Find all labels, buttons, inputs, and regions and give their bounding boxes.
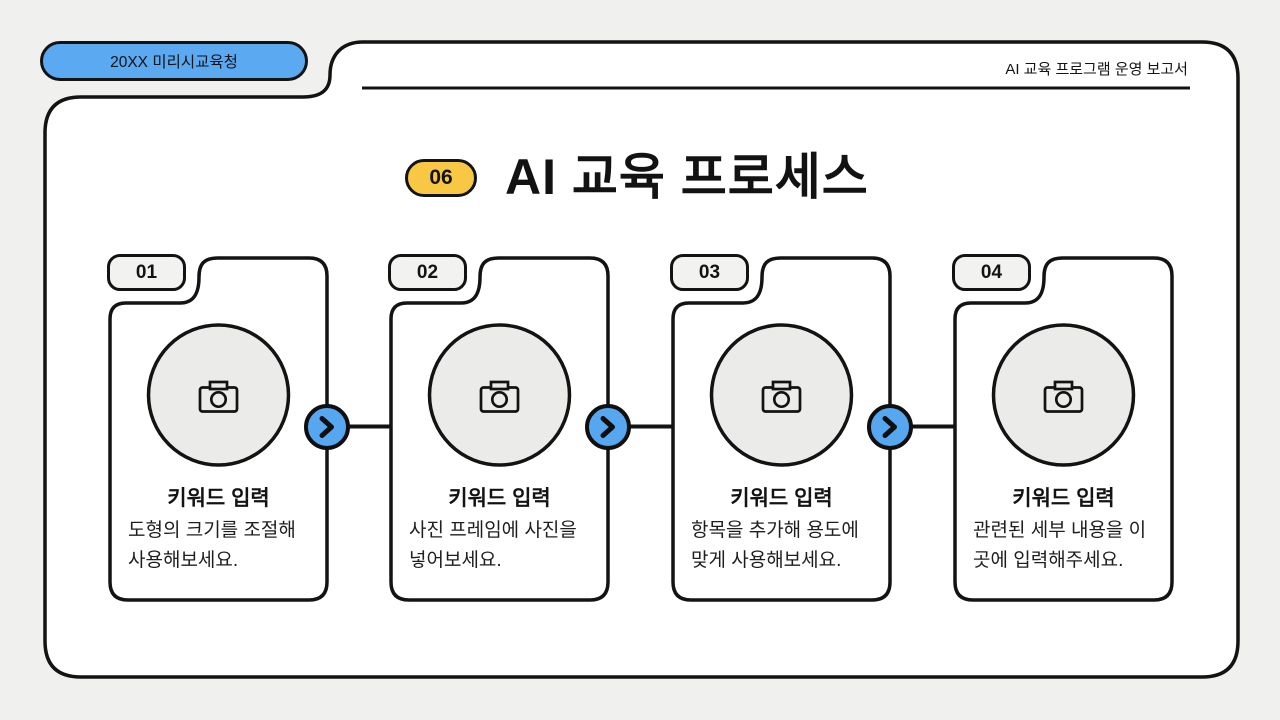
step-description: 도형의 크기를 조절해 사용해보세요. [128,516,320,576]
step-description: 항목을 추가해 용도에 맞게 사용해보세요. [691,516,883,576]
step-description: 사진 프레임에 사진을 넣어보세요. [409,516,601,576]
content-panel [43,40,1240,679]
step-number-badge: 02 [388,254,467,291]
photo-placeholder-circles [146,323,1136,467]
step-2: 02 키워드 입력 사진 프레임에 사진을 넣어보세요. [388,254,608,600]
chevron-right-icon [304,404,350,450]
section-number-pill: 06 [405,159,477,197]
step-1: 01 키워드 입력 도형의 크기를 조절해 사용해보세요. [107,254,327,600]
step-description-line: 사용해보세요. [128,550,239,571]
org-badge: 20XX 미리시교육청 [40,41,308,81]
camera-icon [761,380,802,413]
step-title: 키워드 입력 [1012,487,1115,510]
camera-icons [198,380,1084,413]
chevron-right-icon [867,404,913,450]
step-number-badge: 04 [952,254,1031,291]
step-3: 03 키워드 입력 항목을 추가해 용도에 맞게 사용해보세요. [670,254,890,600]
step-description-line: 곳에 입력해주세요. [973,550,1124,571]
step-title: 키워드 입력 [730,487,833,510]
camera-icon [1043,380,1084,413]
step-description-line: 항목을 추가해 용도에 [691,520,859,541]
report-caption: AI 교육 프로그램 운영 보고서 [1005,61,1188,78]
step-description-line: 넣어보세요. [409,550,502,571]
step-card-shapes [108,256,1174,602]
step-4: 04 키워드 입력 관련된 세부 내용을 이 곳에 입력해주세요. [952,254,1172,600]
step-description-line: 사진 프레임에 사진을 [409,520,577,541]
page-title: AI 교육 프로세스 [505,149,869,205]
camera-icon [198,380,239,413]
next-arrow-bubbles [304,404,913,450]
step-description-line: 관련된 세부 내용을 이 [973,520,1147,541]
camera-icon [479,380,520,413]
step-title: 키워드 입력 [167,487,270,510]
step-description-line: 도형의 크기를 조절해 [128,520,296,541]
step-number-badge: 03 [670,254,749,291]
step-description: 관련된 세부 내용을 이 곳에 입력해주세요. [973,516,1165,576]
step-description-line: 맞게 사용해보세요. [691,550,842,571]
chevron-right-icon [585,404,631,450]
step-title: 키워드 입력 [448,487,551,510]
step-number-badge: 01 [107,254,186,291]
